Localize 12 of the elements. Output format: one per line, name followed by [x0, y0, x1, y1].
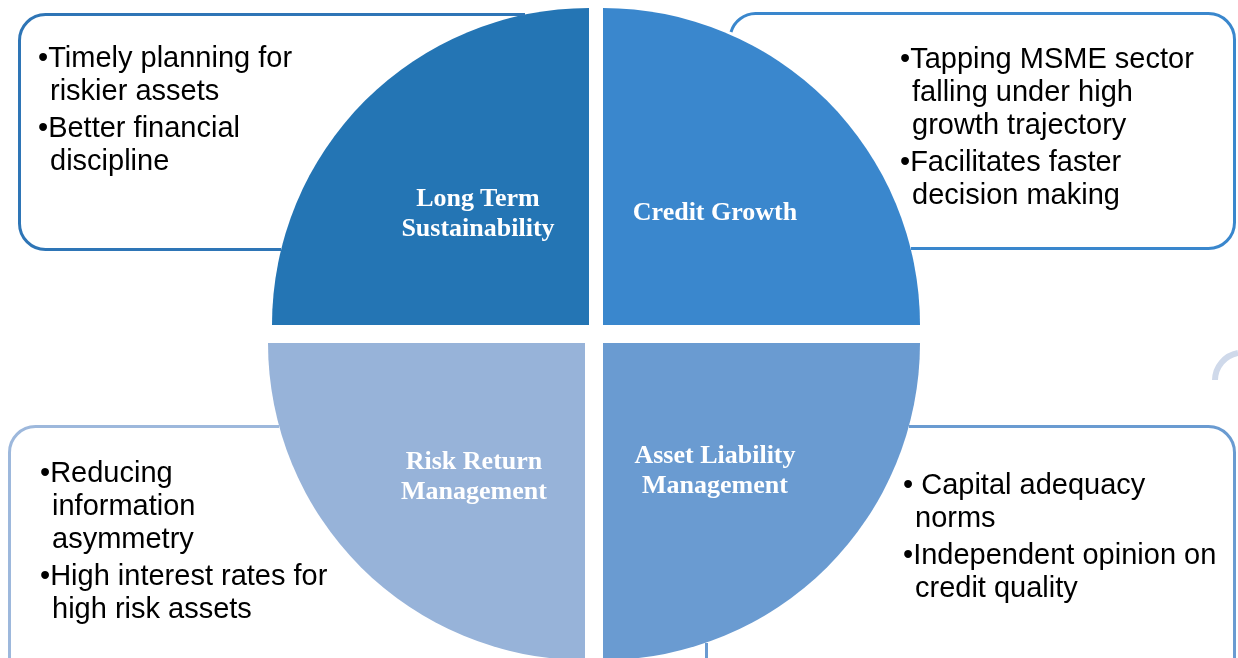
quadrant-title: Risk Return Management [400, 446, 548, 506]
bullet-point-text: •Timely planning for riskier assets [38, 41, 294, 107]
bullet-point-text: •Facilitates faster decision making [900, 145, 1123, 211]
bullet-point-text: •Better financial discipline [38, 111, 241, 177]
quadrant-title: Long Term Sustainability [400, 183, 556, 243]
quadrant-title: Credit Growth [631, 197, 799, 227]
bullet-point-text: • Capital adequacy norms [903, 468, 1147, 534]
bullet-point-text: •Tapping MSME sector falling under high growth trajectory [900, 42, 1195, 141]
bullet-point-text: •Independent opinion on credit quality [903, 538, 1218, 604]
quadrant-title: Asset Liability Management [633, 440, 797, 500]
bullet-point-text: •Reducing information asymmetry [40, 456, 197, 555]
bullet-point-text: •High interest rates for high risk assets [40, 559, 329, 625]
